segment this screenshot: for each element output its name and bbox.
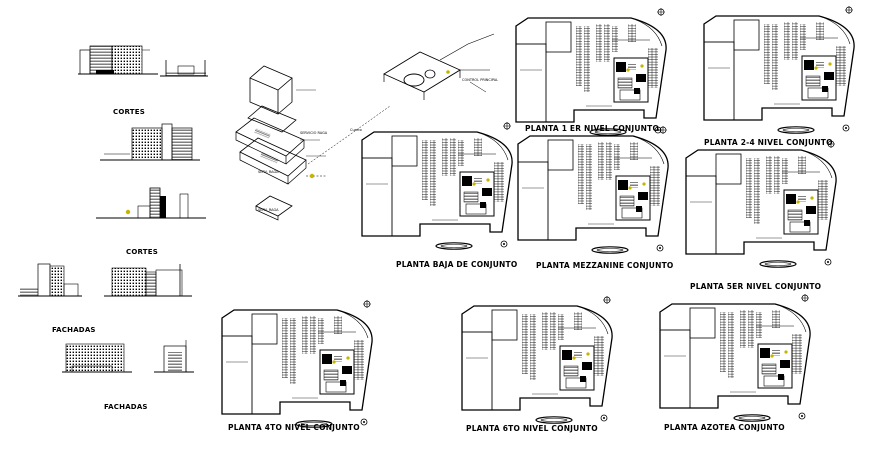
label-planta-2-4-nivel: PLANTA 2-4 NIVEL CONJUNTO	[704, 138, 833, 147]
iso-label-5: CONTROL PRINCIPAL	[462, 78, 499, 82]
corte-elevation-4	[96, 187, 206, 219]
iso-label-2: SERV. RAGA	[258, 170, 279, 174]
iso-label-1: SERVICIO RAGA	[300, 131, 328, 135]
label-fachadas-1: FACHADAS	[52, 326, 96, 334]
iso-label-4: Cuarto	[350, 128, 362, 132]
label-planta-1er-nivel: PLANTA 1 ER NIVEL CONJUNTO	[525, 124, 660, 133]
fachada-elevation-3	[62, 343, 132, 373]
plan-mezzanine	[517, 125, 669, 254]
label-planta-mezzanine: PLANTA MEZZANINE CONJUNTO	[536, 261, 674, 270]
plan-6to-nivel	[461, 295, 613, 424]
fachada-elevation-1	[18, 263, 82, 297]
plan-4to-nivel	[221, 299, 373, 428]
corte-elevation-1	[78, 45, 158, 75]
label-cortes-2: CORTES	[126, 248, 158, 256]
plan-1er-nivel	[515, 7, 667, 136]
fachada-elevation-4	[154, 340, 194, 373]
plan-azotea	[659, 293, 811, 422]
label-fachadas-2: FACHADAS	[104, 403, 148, 411]
label-planta-5er-nivel: PLANTA 5ER NIVEL CONJUNTO	[690, 282, 822, 291]
plan-baja	[361, 121, 513, 250]
label-planta-4to-nivel: PLANTA 4TO NIVEL CONJUNTO	[228, 423, 360, 432]
corte-elevation-2	[160, 60, 208, 77]
label-cortes-1: CORTES	[113, 108, 145, 116]
corte-elevation-3	[100, 123, 200, 161]
plan-2-4-nivel	[703, 5, 855, 134]
isometric-diagram	[235, 33, 495, 221]
label-planta-6to-nivel: PLANTA 6TO NIVEL CONJUNTO	[466, 424, 598, 433]
plan-5er-nivel	[685, 139, 837, 268]
label-planta-azotea: PLANTA AZOTEA CONJUNTO	[664, 423, 785, 432]
iso-label-3: SERV. RAGA	[258, 208, 279, 212]
label-planta-baja: PLANTA BAJA DE CONJUNTO	[396, 260, 518, 269]
fachada-elevation-2	[104, 264, 192, 297]
